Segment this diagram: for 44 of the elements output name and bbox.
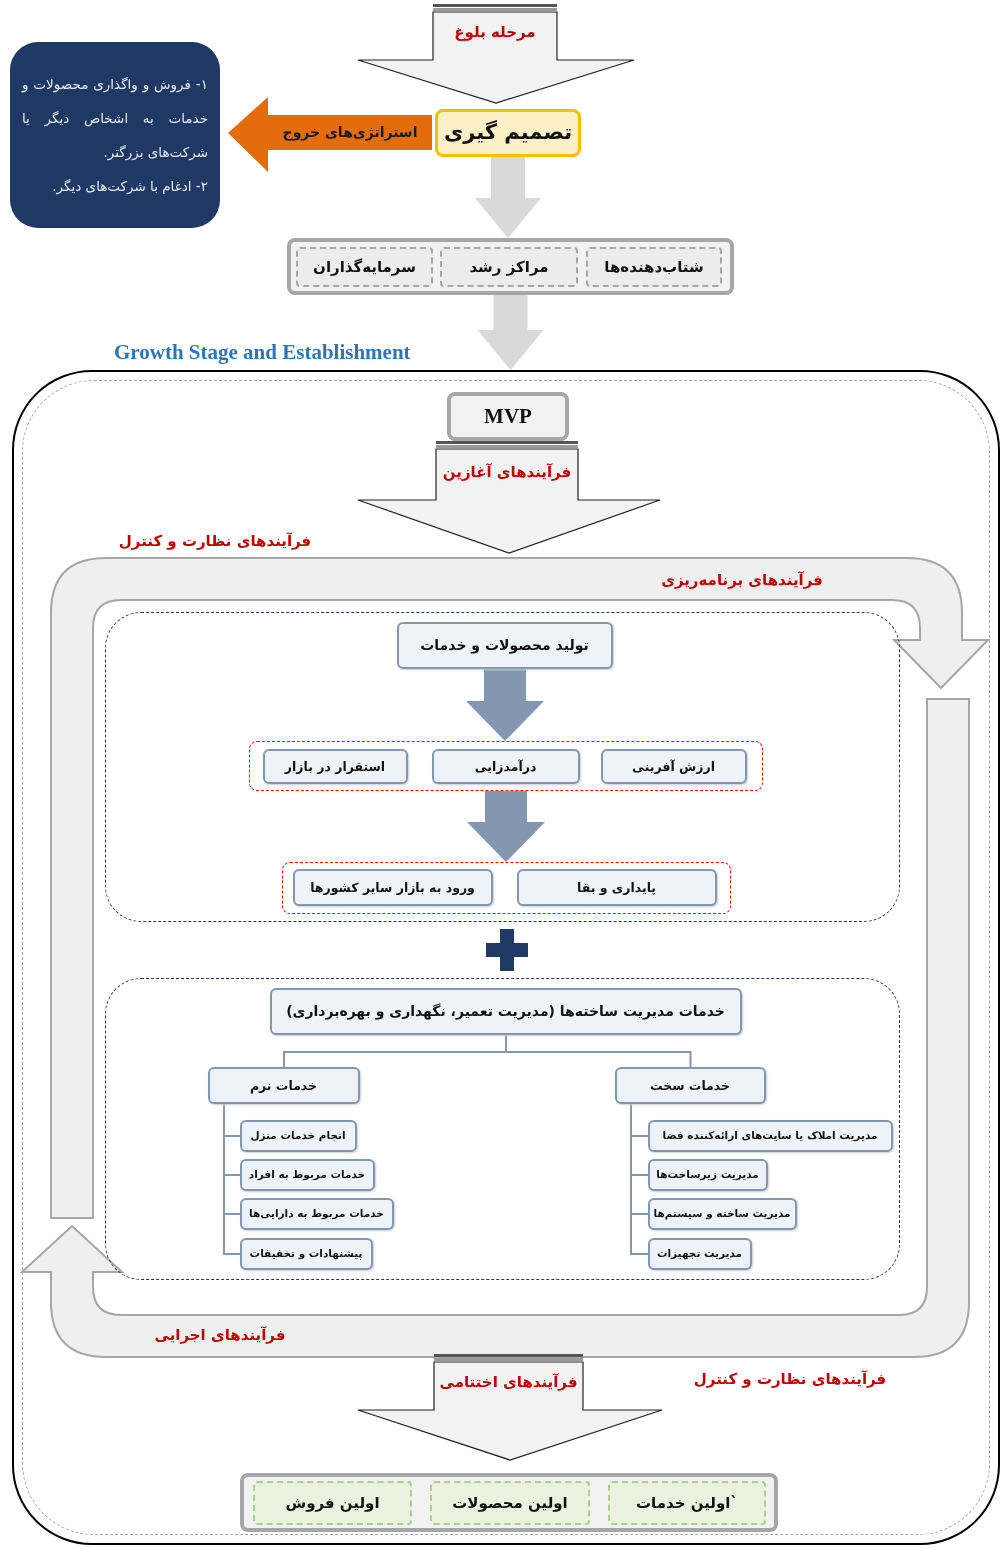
process-box: ورود به بازار سایر کشورها: [292, 868, 493, 906]
note-box: [10, 42, 220, 228]
actor-box: مراکز رشد: [440, 247, 578, 287]
result-box: اولین محصولات: [430, 1481, 590, 1525]
item-box: مدیریت ساخته و سیستم‌ها: [647, 1197, 797, 1230]
dashed-container: [105, 612, 900, 922]
service-box: خدمات سخت: [614, 1066, 766, 1104]
process-box: پایداری و بقا: [516, 868, 717, 906]
process-box: ارزش آفرینی: [600, 748, 747, 784]
service-box: خدمات نرم: [207, 1066, 360, 1104]
item-box: مدیریت زیرساخت‌ها: [647, 1158, 768, 1191]
block-arrow: [466, 669, 544, 741]
group-box: [240, 1473, 778, 1532]
exit-arrow: استراتژی‌های خروج: [228, 97, 432, 172]
dashed-group: [248, 740, 763, 791]
decision-box: تصمیم گیری: [435, 109, 581, 157]
item-box: مدیریت املاک یا سایت‌های ارائه‌کننده فضا: [647, 1119, 893, 1152]
service-box: خدمات مدیریت ساخته‌ها (مدیریت تعمیر، نگهداری و بهره‌برداری): [269, 987, 742, 1035]
section-title: Growth Stage and Establishment: [114, 340, 411, 366]
item-box: انجام خدمات منزل: [239, 1119, 357, 1152]
process-label: فرآیندهای نظارت و کنترل: [118, 532, 312, 550]
block-arrow: [467, 791, 545, 862]
result-box: `اولین خدمات: [608, 1481, 766, 1525]
result-box: اولین فروش: [253, 1481, 412, 1525]
block-arrow: [475, 157, 541, 238]
actor-box: سرمایه‌گذاران: [296, 247, 433, 287]
item-box: پیشنهادات و تخفیفات: [239, 1237, 373, 1270]
process-label: فرآیندهای برنامه‌ریزی: [661, 571, 823, 589]
actor-box: شتاب‌دهنده‌ها: [586, 247, 722, 287]
dashed-group: [281, 861, 731, 914]
process-box: درآمدزایی: [431, 748, 580, 784]
process-box: استقرار در بازار: [262, 748, 408, 784]
item-box: خدمات مربوط به افراد: [239, 1158, 375, 1191]
note-text: ۱- فروش و واگذاری محصولات و خدمات به اشخاص دیگر یا شرکت‌های بزرگتر.: [22, 75, 208, 163]
group-box: [287, 238, 734, 295]
block-arrow: [477, 295, 544, 370]
item-box: خدمات مربوط به دارایی‌ها: [239, 1197, 394, 1230]
item-box: مدیریت تجهیزات: [647, 1237, 752, 1270]
process-label: فرآیندهای اجرایی: [154, 1326, 286, 1344]
process-box: تولید محصولات و خدمات: [396, 621, 613, 669]
dashed-container: [105, 978, 900, 1280]
note-text: ۲- ادغام با شرکت‌های دیگر.: [51, 177, 208, 197]
mvp-box: MVP: [447, 392, 569, 441]
process-label: فرآیندهای نظارت و کنترل: [693, 1370, 887, 1388]
